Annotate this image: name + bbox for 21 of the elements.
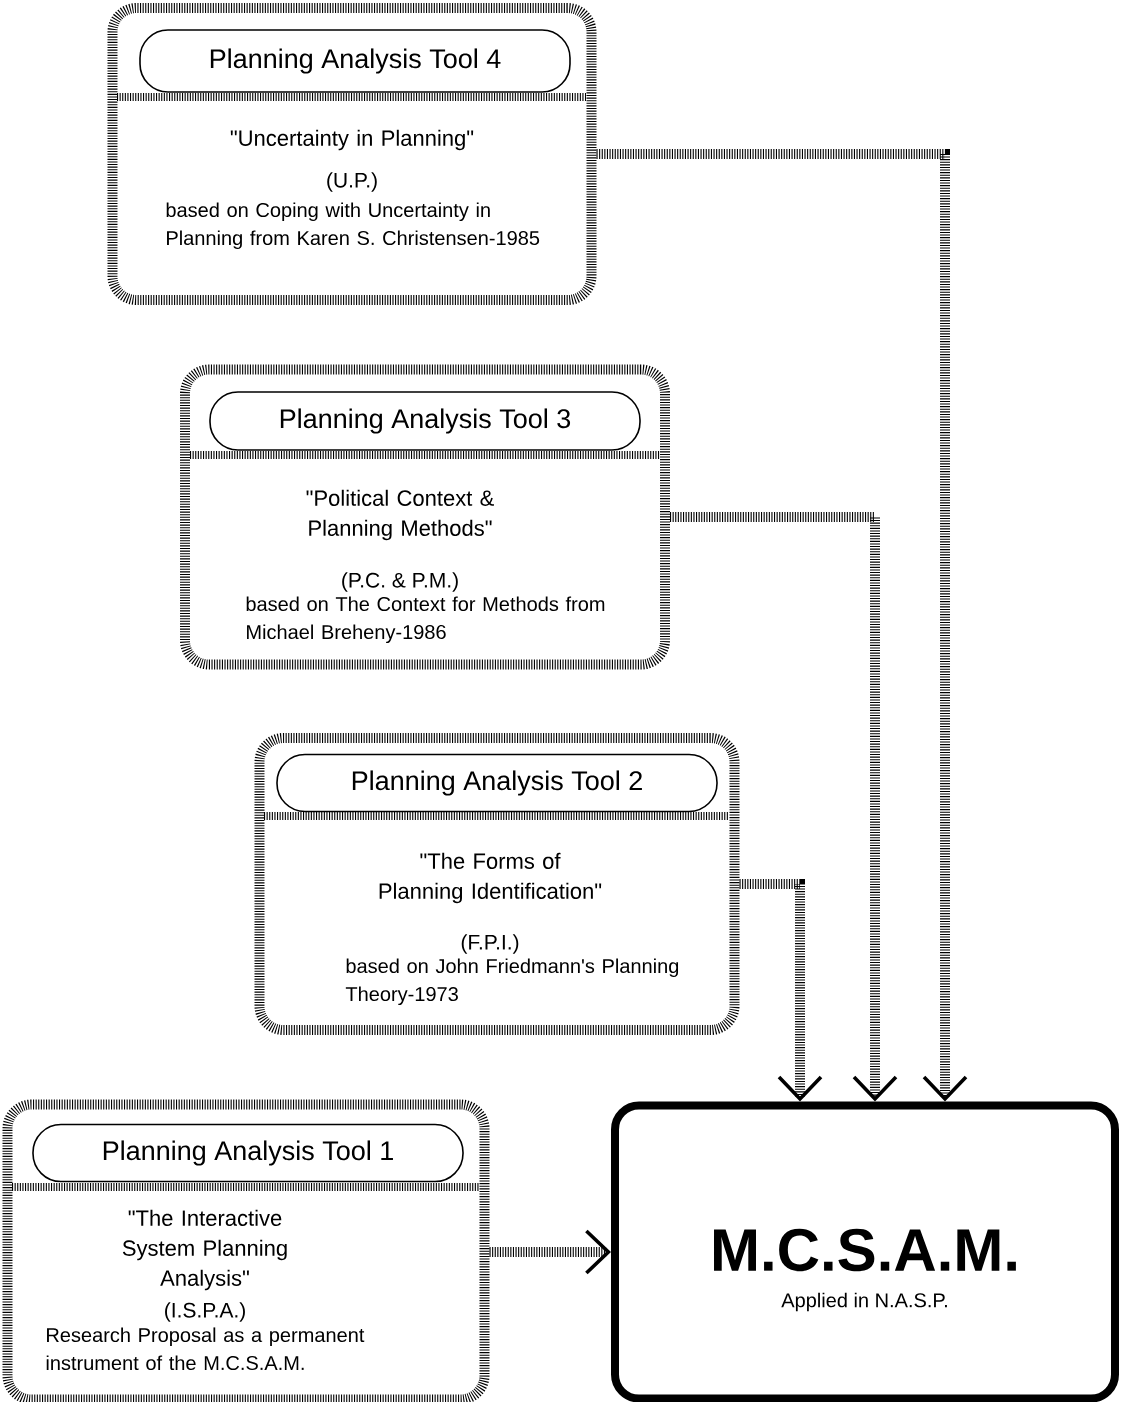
hatched-arrow bbox=[489, 1229, 611, 1275]
source-note: based on The Context for Methods from Michael Breheny-1986 bbox=[246, 596, 605, 644]
source-note: based on Coping with Uncertainty in Planning from Karen S. Christensen-1985 bbox=[166, 202, 540, 250]
heading-pill: Planning Analysis Tool 3 bbox=[209, 391, 641, 451]
abbreviation: (U.P.) bbox=[327, 172, 377, 192]
result-box: M.C.S.A.M. Applied in N.A.S.P. bbox=[611, 1101, 1119, 1402]
hatched-arrow bbox=[670, 512, 898, 1102]
source-note: Research Proposal as a permanent instrument of the M.C.S.A.M. bbox=[46, 1327, 365, 1371]
abbreviation: (F.P.I.) bbox=[461, 934, 519, 954]
tool-title: "Political Context & Planning Methods" bbox=[306, 489, 494, 541]
heading-pill: Planning Analysis Tool 2 bbox=[276, 753, 718, 813]
heading-pill: Planning Analysis Tool 4 bbox=[139, 29, 571, 93]
tool-title: "Uncertainty in Planning" bbox=[230, 129, 474, 151]
heading-pill: Planning Analysis Tool 1 bbox=[32, 1123, 464, 1183]
tool-title: "The Forms of Planning Identification" bbox=[379, 852, 602, 904]
hatched-arrow bbox=[596, 149, 968, 1102]
tool-title: "The Interactive System Planning Analysis" bbox=[122, 1209, 287, 1291]
abbreviation: (P.C. & P.M.) bbox=[342, 572, 458, 592]
abbreviation: (I.S.P.A.) bbox=[165, 1302, 245, 1322]
source-note: based on John Friedmann's Planning Theory-1973 bbox=[345, 958, 679, 1006]
hatched-arrow bbox=[739, 879, 823, 1102]
